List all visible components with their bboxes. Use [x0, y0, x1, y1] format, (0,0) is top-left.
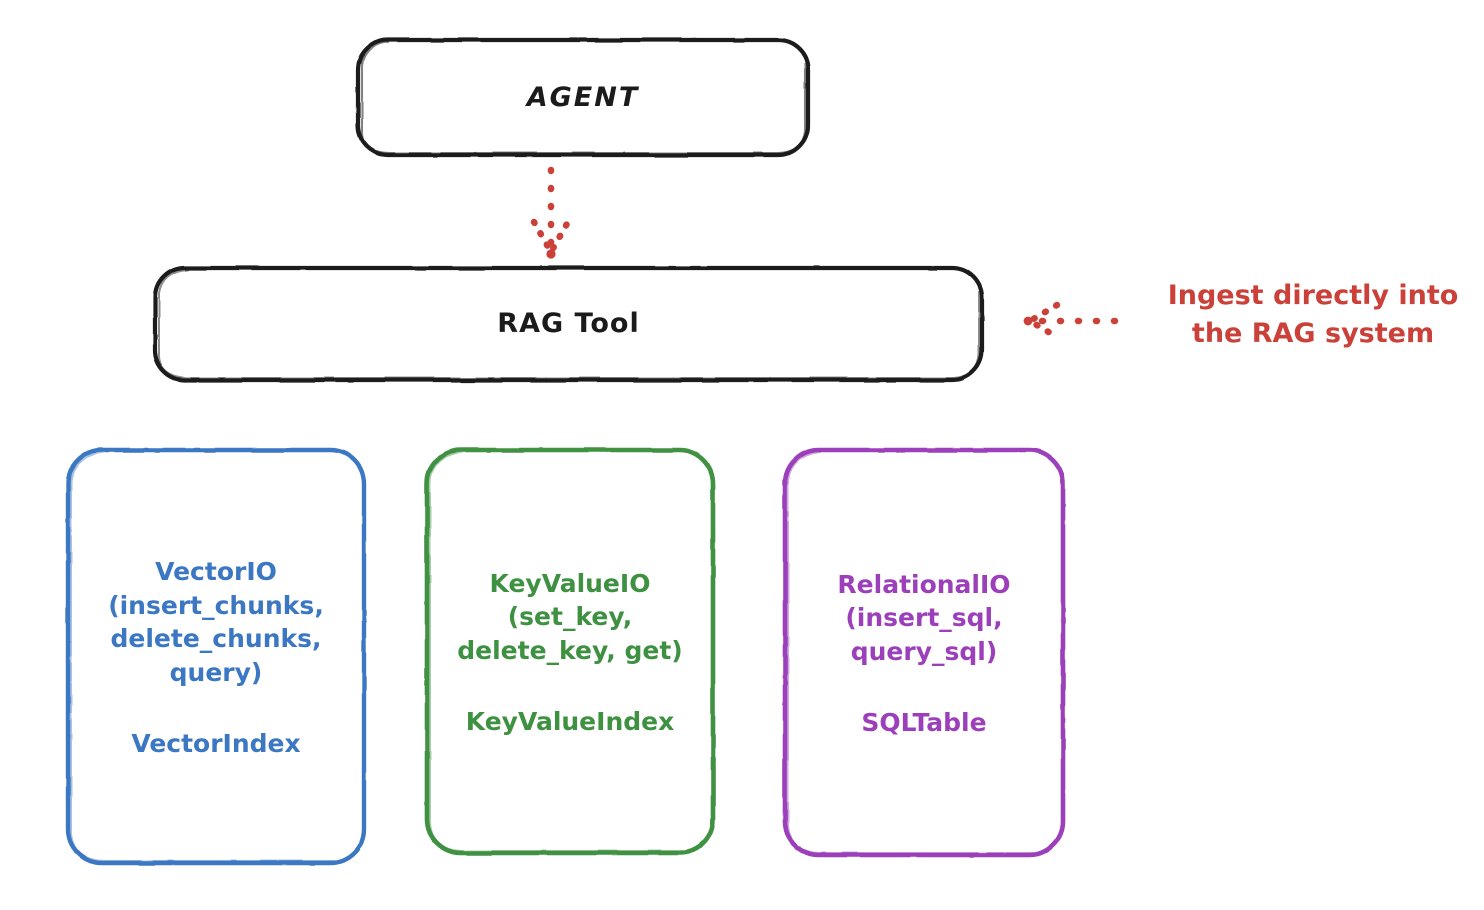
agent-to-rag-arrow [530, 166, 572, 259]
node-agent[interactable]: AGENT [358, 40, 808, 155]
rag-tool-label: RAG Tool [497, 308, 640, 340]
sql-table-label: SQLTable [861, 708, 987, 738]
node-keyvalue-io[interactable]: KeyValueIO (set_key, delete_key, get) Ke… [427, 450, 713, 853]
node-vector-io[interactable]: VectorIO (insert_chunks, delete_chunks, … [68, 450, 364, 863]
ingest-annotation-text: Ingest directly into the RAG system [1167, 280, 1459, 350]
vector-io-label: VectorIO (insert_chunks, delete_chunks, … [108, 557, 324, 687]
vector-index-label: VectorIndex [131, 729, 301, 758]
keyvalue-index-label: KeyValueIndex [465, 707, 675, 737]
keyvalue-io-label: KeyValueIO (set_key, delete_key, get) [457, 568, 683, 665]
node-rag-tool[interactable]: RAG Tool [155, 268, 982, 380]
agent-label: AGENT [526, 81, 640, 113]
node-relational-io[interactable]: RelationalIO (insert_sql, query_sql) SQL… [785, 450, 1063, 855]
ingest-to-rag-arrow [1023, 301, 1135, 341]
relational-io-label: RelationalIO (insert_sql, query_sql) [837, 569, 1011, 666]
